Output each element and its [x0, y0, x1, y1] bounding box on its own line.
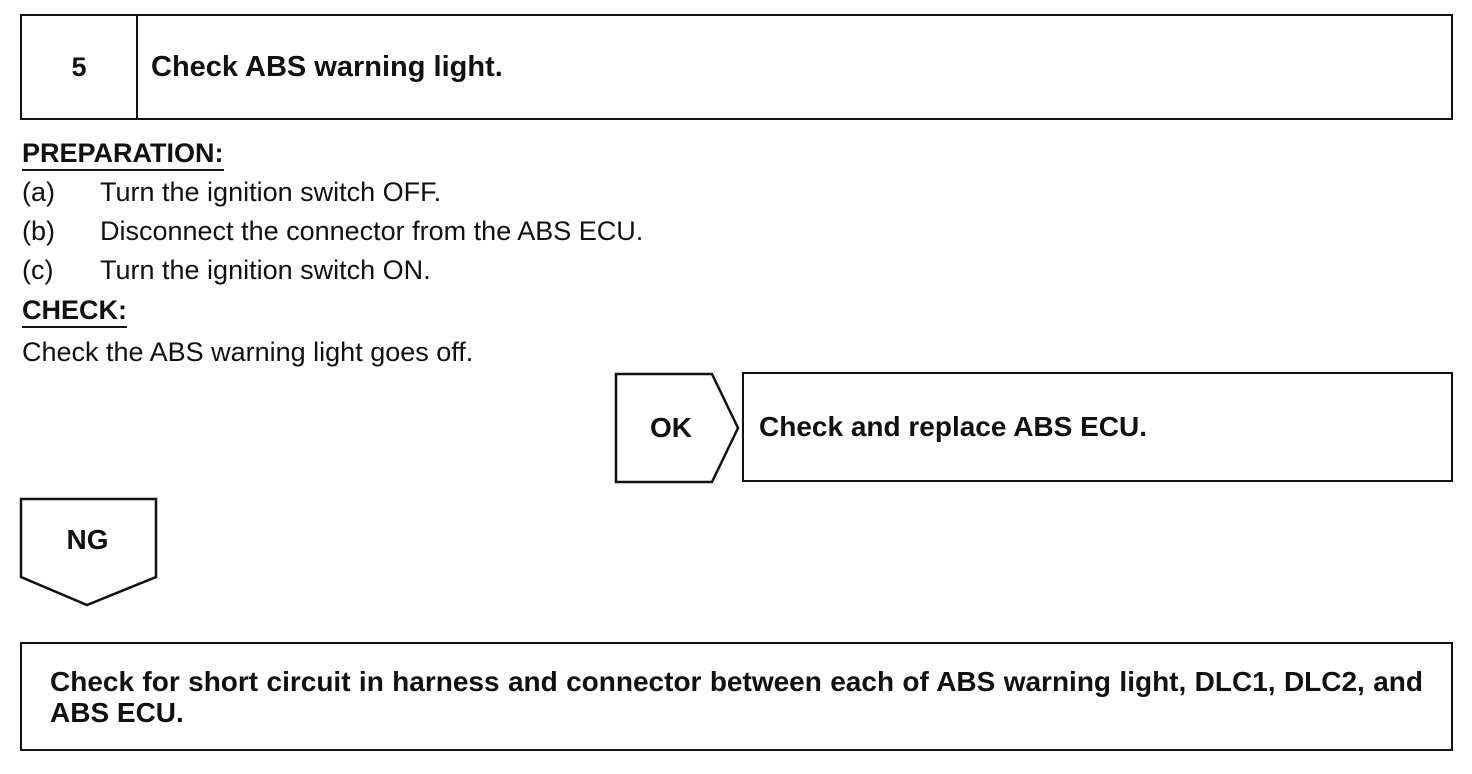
preparation-item-text: Turn the ignition switch OFF. — [100, 177, 442, 207]
step-header-box: 5 Check ABS warning light. — [20, 14, 1453, 120]
preparation-item-letter: (c) — [22, 255, 54, 285]
preparation-item-text: Turn the ignition switch ON. — [100, 255, 431, 285]
preparation-item-letter: (a) — [22, 177, 55, 207]
preparation-item: (c) Turn the ignition switch ON. — [22, 254, 431, 286]
check-heading: CHECK: — [22, 295, 127, 328]
preparation-heading: PREPARATION: — [22, 138, 224, 171]
preparation-item: (b) Disconnect the connector from the AB… — [22, 215, 643, 247]
ok-arrow-shape — [614, 372, 740, 484]
ng-result-text: Check for short circuit in harness and c… — [50, 665, 1423, 728]
ok-label: OK — [650, 412, 692, 443]
preparation-item-letter: (b) — [22, 216, 55, 246]
ok-result-box: Check and replace ABS ECU. — [742, 372, 1453, 482]
ng-arrow-shape — [19, 497, 158, 607]
ng-result-box: Check for short circuit in harness and c… — [20, 642, 1453, 751]
preparation-item-text: Disconnect the connector from the ABS EC… — [100, 216, 644, 246]
step-title: Check ABS warning light. — [151, 50, 503, 83]
check-text: Check the ABS warning light goes off. — [22, 337, 474, 367]
step-number: 5 — [22, 16, 138, 118]
ng-label: NG — [66, 524, 109, 555]
preparation-item: (a) Turn the ignition switch OFF. — [22, 176, 441, 208]
